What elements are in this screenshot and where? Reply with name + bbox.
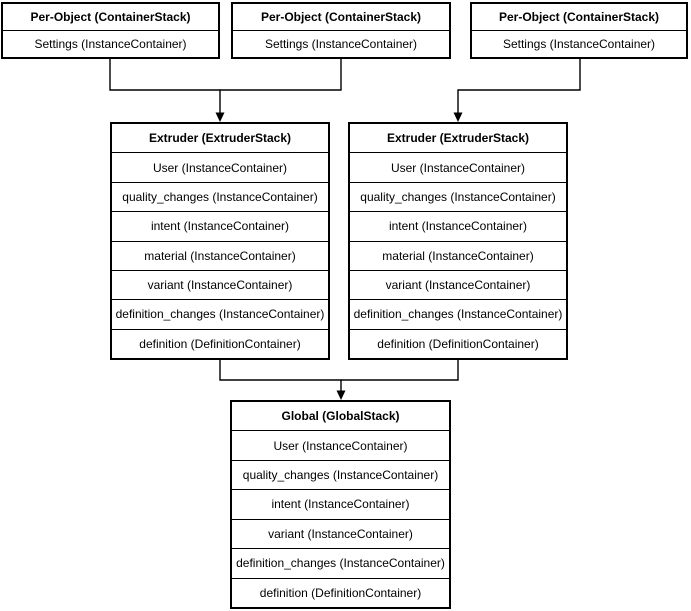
stack-row: definition_changes (InstanceContainer) — [112, 300, 328, 330]
per-object-stack-1: Per-Object (ContainerStack) Settings (In… — [1, 2, 220, 59]
per-object-stack-3: Per-Object (ContainerStack) Settings (In… — [470, 2, 688, 59]
extruder-stack-1: Extruder (ExtruderStack) User (InstanceC… — [110, 122, 330, 360]
stack-row: Settings (InstanceContainer) — [34, 37, 187, 51]
stack-row: intent (InstanceContainer) — [112, 212, 328, 242]
stack-row: quality_changes (InstanceContainer) — [350, 183, 566, 213]
arrowhead-extruder2 — [453, 112, 463, 122]
stack-row: User (InstanceContainer) — [232, 431, 449, 461]
stack-row: variant (InstanceContainer) — [112, 271, 328, 301]
stack-title: Global (GlobalStack) — [232, 402, 449, 432]
stack-title: Per-Object (ContainerStack) — [472, 4, 686, 31]
per-object-stack-2: Per-Object (ContainerStack) Settings (In… — [231, 2, 451, 59]
arrowhead-extruder1 — [215, 112, 225, 122]
arrowhead-global — [336, 390, 346, 400]
stack-row: Settings (InstanceContainer) — [264, 37, 418, 51]
stack-row: definition (DefinitionContainer) — [377, 336, 539, 351]
stack-row: definition_changes (InstanceContainer) — [350, 300, 566, 330]
connector-extruder1-global — [219, 359, 342, 391]
stack-title: Extruder (ExtruderStack) — [112, 124, 328, 154]
stack-row: User (InstanceContainer) — [350, 153, 566, 183]
stack-title: Extruder (ExtruderStack) — [350, 124, 566, 154]
stack-row: definition (DefinitionContainer) — [139, 336, 301, 351]
global-stack: Global (GlobalStack) User (InstanceConta… — [230, 400, 451, 609]
stack-row: variant (InstanceContainer) — [232, 520, 449, 550]
connector-perobject1-extruder1 — [109, 59, 221, 113]
stack-row: User (InstanceContainer) — [112, 153, 328, 183]
stack-row: material (InstanceContainer) — [350, 242, 566, 271]
stack-row: intent (InstanceContainer) — [350, 212, 566, 242]
stack-row: definition_changes (InstanceContainer) — [232, 549, 449, 579]
stack-row: quality_changes (InstanceContainer) — [232, 461, 449, 491]
stack-row: definition (DefinitionContainer) — [259, 585, 422, 600]
stack-row: Settings (InstanceContainer) — [502, 37, 656, 51]
connector-perobject2-extruder1 — [220, 59, 342, 91]
stack-row: material (InstanceContainer) — [112, 242, 328, 271]
stack-title: Per-Object (ContainerStack) — [233, 4, 449, 31]
stack-row: quality_changes (InstanceContainer) — [112, 183, 328, 213]
stack-row: intent (InstanceContainer) — [232, 490, 449, 520]
stack-title: Per-Object (ContainerStack) — [3, 4, 218, 31]
stack-row: variant (InstanceContainer) — [350, 271, 566, 301]
extruder-stack-2: Extruder (ExtruderStack) User (InstanceC… — [348, 122, 568, 360]
connector-perobject3-extruder2 — [457, 59, 581, 113]
connector-extruder2-global — [341, 359, 459, 381]
